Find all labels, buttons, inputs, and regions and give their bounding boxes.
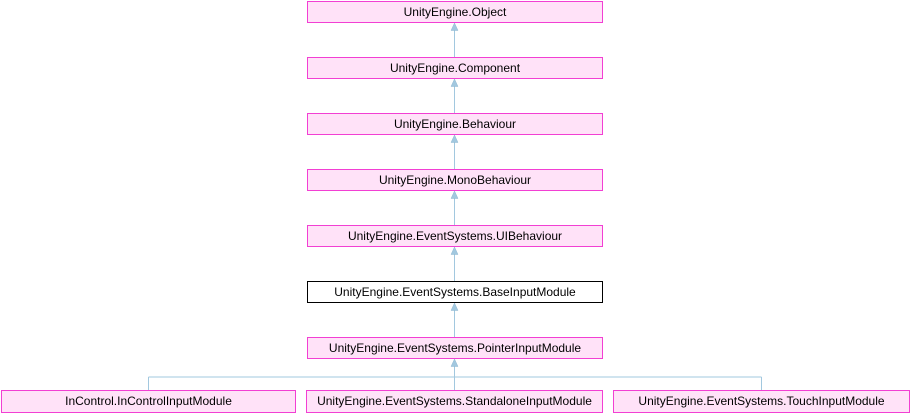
node-unityengine-behaviour[interactable]: UnityEngine.Behaviour (307, 113, 603, 135)
edge-uibehaviour-to-monobehaviour (450, 190, 459, 225)
node-eventsystems-baseinputmodule-current: UnityEngine.EventSystems.BaseInputModule (307, 281, 603, 303)
node-incontrol-incontrolinputmodule[interactable]: InControl.InControlInputModule (1, 390, 296, 413)
edge-component-to-object (450, 22, 459, 57)
node-unityengine-monobehaviour[interactable]: UnityEngine.MonoBehaviour (307, 169, 603, 191)
node-unityengine-component[interactable]: UnityEngine.Component (307, 57, 603, 79)
edge-monobehaviour-to-behaviour (450, 134, 459, 169)
node-eventsystems-standaloneinputmodule[interactable]: UnityEngine.EventSystems.StandaloneInput… (306, 390, 603, 413)
node-eventsystems-uibehaviour[interactable]: UnityEngine.EventSystems.UIBehaviour (307, 225, 603, 247)
edge-baseinputmodule-to-uibehaviour (450, 246, 459, 281)
edge-pointerinputmodule-to-baseinputmodule (450, 302, 459, 337)
node-eventsystems-touchinputmodule[interactable]: UnityEngine.EventSystems.TouchInputModul… (613, 390, 910, 413)
node-unityengine-object[interactable]: UnityEngine.Object (307, 1, 603, 23)
edge-behaviour-to-component (450, 78, 459, 113)
edge-children-to-pointerinputmodule (148, 358, 762, 390)
node-eventsystems-pointerinputmodule[interactable]: UnityEngine.EventSystems.PointerInputMod… (307, 337, 603, 359)
